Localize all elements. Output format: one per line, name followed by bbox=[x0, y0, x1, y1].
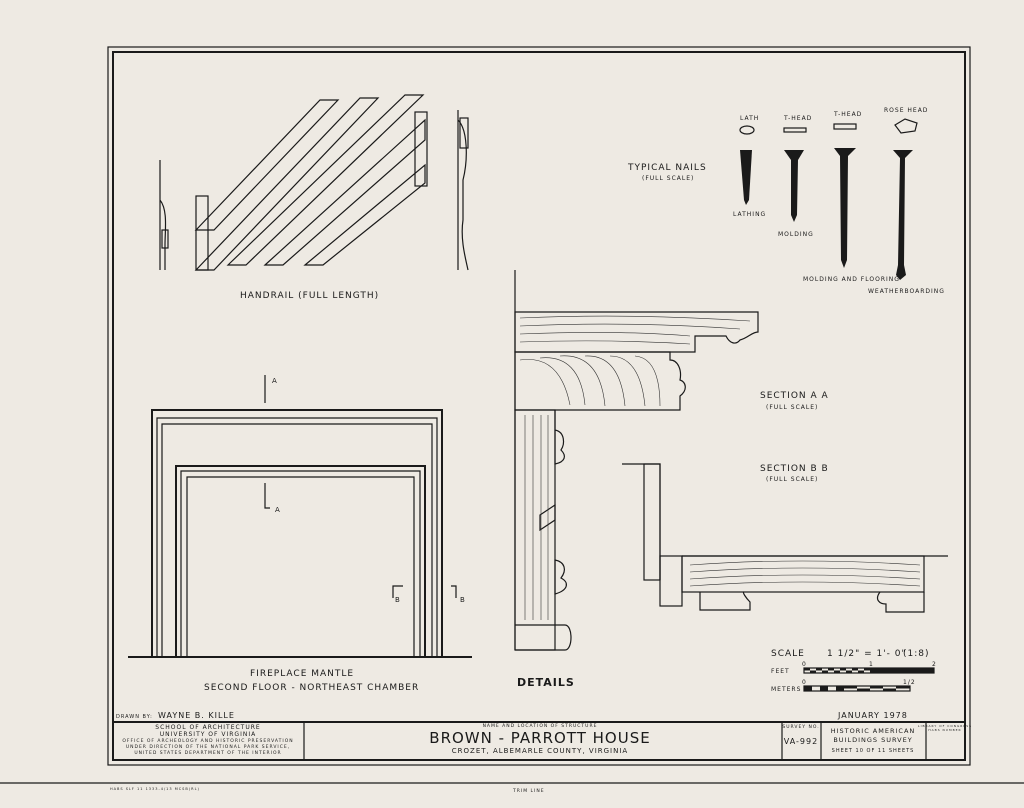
mantle-title: FIREPLACE MANTLE bbox=[250, 669, 354, 679]
meters-tick: 1/2 bbox=[903, 679, 916, 686]
scale-ratio: 1 1/2" = 1'- 0" bbox=[827, 649, 907, 659]
mantle-subtitle: SECOND FLOOR - NORTHEAST CHAMBER bbox=[204, 683, 419, 693]
nail-head-label: ROSE HEAD bbox=[884, 107, 928, 114]
outer-border bbox=[107, 46, 971, 766]
feet-tick: 2 bbox=[932, 661, 937, 668]
nails-title: TYPICAL NAILS bbox=[627, 163, 707, 173]
habs-line: HISTORIC AMERICAN bbox=[831, 727, 916, 735]
library-line: LIBRARY OF CONGRESS bbox=[918, 724, 972, 728]
section-aa-subtitle: (FULL SCALE) bbox=[766, 404, 818, 411]
school-line: UNDER DIRECTION OF THE NATIONAL PARK SER… bbox=[126, 744, 290, 750]
nail-use-label: MOLDING AND FLOORING bbox=[803, 276, 900, 283]
feet-label: FEET bbox=[771, 668, 790, 675]
section-aa-drawing: SECTION A A (FULL SCALE) bbox=[514, 270, 829, 651]
survey-label: SURVEY NO. bbox=[782, 724, 819, 730]
feet-tick: 1 bbox=[869, 661, 874, 668]
nail-use-label: WEATHERBOARDING bbox=[868, 288, 945, 295]
nail-use-label: MOLDING bbox=[778, 231, 814, 238]
inner-border bbox=[112, 51, 966, 761]
section-bb-drawing: SECTION B B (FULL SCALE) bbox=[622, 463, 948, 613]
survey-number: VA-992 bbox=[784, 737, 818, 746]
section-marker-b: B bbox=[395, 596, 401, 604]
feet-tick: 0 bbox=[802, 661, 807, 668]
structure-location: CROZET, ALBEMARLE COUNTY, VIRGINIA bbox=[452, 747, 628, 755]
section-marker-b: B bbox=[460, 596, 466, 604]
structure-name: BROWN - PARROTT HOUSE bbox=[429, 729, 650, 747]
section-aa-title: SECTION A A bbox=[760, 391, 829, 401]
scale-label: SCALE bbox=[771, 649, 805, 659]
section-bb-subtitle: (FULL SCALE) bbox=[766, 476, 818, 483]
title-block: DRAWN BY: WAYNE B. KILLE JANUARY 1978 SC… bbox=[113, 711, 972, 760]
section-bb-title: SECTION B B bbox=[760, 464, 829, 474]
nail-head-label: T-HEAD bbox=[833, 111, 862, 118]
nail-head-label: T-HEAD bbox=[783, 115, 812, 122]
school-line: OFFICE OF ARCHEOLOGY AND HISTORIC PRESER… bbox=[122, 738, 293, 744]
drawn-by: WAYNE B. KILLE bbox=[158, 711, 235, 720]
habs-line: BUILDINGS SURVEY bbox=[833, 736, 912, 744]
school-line: UNITED STATES DEPARTMENT OF THE INTERIOR bbox=[134, 750, 281, 756]
structure-label: NAME AND LOCATION OF STRUCTURE bbox=[483, 723, 598, 729]
school-line: SCHOOL OF ARCHITECTURE bbox=[155, 724, 260, 731]
gpo-note: HABS SLF 11 1333-4/13 MCSB(RL) bbox=[110, 787, 200, 791]
meters-tick: 0 bbox=[802, 679, 807, 686]
sheet-number: SHEET 10 OF 11 SHEETS bbox=[832, 748, 915, 754]
drawn-by-label: DRAWN BY: bbox=[116, 714, 153, 720]
school-line: UNIVERSITY OF VIRGINIA bbox=[160, 731, 256, 738]
library-line: HABS NUMBER bbox=[928, 728, 961, 732]
graphic-scale: SCALE 1 1/2" = 1'- 0" (1:8) FEET 0 1 2 M… bbox=[771, 649, 937, 693]
mantle-elevation: A A B B FIREPLACE MANTLE SECOND FLOOR - … bbox=[128, 375, 472, 693]
section-marker-a: A bbox=[275, 506, 281, 514]
nail-use-label: LATHING bbox=[733, 211, 766, 218]
handrail-drawing: HANDRAIL (FULL LENGTH) bbox=[159, 94, 469, 301]
nail-head-label: LATH bbox=[740, 115, 759, 122]
typical-nails: TYPICAL NAILS (FULL SCALE) LATH T-HEAD T… bbox=[627, 107, 945, 295]
scale-fraction: (1:8) bbox=[903, 649, 930, 659]
section-marker-a: A bbox=[272, 377, 278, 385]
trim-line-label: TRIM LINE bbox=[512, 788, 545, 794]
drawing-date: JANUARY 1978 bbox=[837, 711, 908, 720]
details-label: DETAILS bbox=[517, 676, 575, 689]
meters-label: METERS bbox=[771, 686, 801, 693]
nails-subtitle: (FULL SCALE) bbox=[642, 175, 694, 182]
handrail-label: HANDRAIL (FULL LENGTH) bbox=[240, 291, 379, 301]
